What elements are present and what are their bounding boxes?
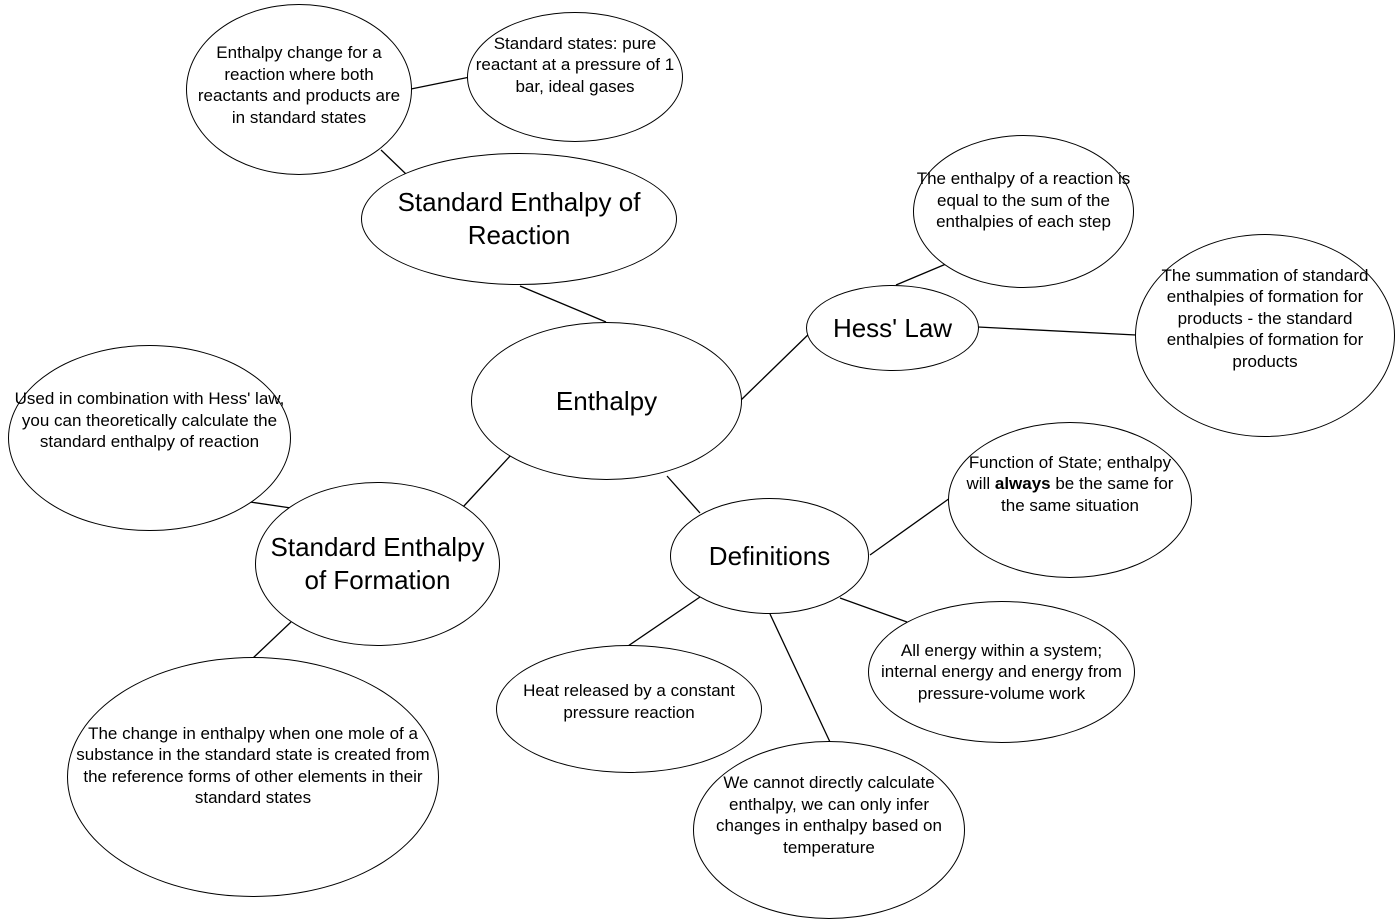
cannot-calculate-text: We cannot directly calculate enthalpy, w… (716, 773, 942, 857)
hess-sum-of-steps-text: The enthalpy of a reaction is equal to t… (916, 169, 1131, 232)
connector-definitions-cannot-calculate (769, 613, 831, 743)
all-energy-node: All energy within a system; internal ene… (868, 601, 1135, 743)
state-function-node: Function of State; enthalpy will always … (948, 422, 1192, 578)
standard-states-node: Standard states: pure reactant at a pres… (467, 12, 683, 142)
heat-released-text: Heat released by a constant pressure rea… (523, 681, 735, 722)
connector-reaction-definition (380, 149, 408, 176)
connector-formation-combination (249, 501, 292, 509)
hess-combination-text: Used in combination with Hess' law, you … (14, 389, 285, 452)
definitions-node: Definitions (670, 498, 869, 614)
connector-enthalpy-formation (462, 454, 512, 508)
standard-enthalpy-of-formation-node: Standard Enthalpy of Formation (255, 482, 500, 646)
cannot-calculate-node: We cannot directly calculate enthalpy, w… (693, 741, 965, 919)
connector-definitions-heat-released (627, 596, 701, 647)
connector-hess-sum-steps (895, 263, 947, 286)
all-energy-text: All energy within a system; internal ene… (881, 640, 1122, 703)
state-function-text-post: be the same for the same situation (1001, 474, 1174, 515)
connector-definitions-all-energy (839, 597, 908, 623)
formation-definition-text: The change in enthalpy when one mole of … (76, 723, 430, 808)
heat-released-node: Heat released by a constant pressure rea… (496, 645, 762, 773)
standard-enthalpy-of-reaction-label: Standard Enthalpy of Reaction (397, 187, 641, 250)
reaction-definition-text: Enthalpy change for a reaction where bot… (197, 43, 401, 127)
hess-combination-node: Used in combination with Hess' law, you … (8, 345, 291, 531)
connector-formation-definition (252, 621, 292, 659)
state-function-text-bold: always (994, 474, 1051, 494)
connector-hess-summation (977, 326, 1137, 336)
definitions-label: Definitions (708, 540, 831, 571)
enthalpy-label: Enthalpy (555, 385, 658, 416)
hess-sum-of-steps-node: The enthalpy of a reaction is equal to t… (913, 135, 1134, 288)
state-function-text: Function of State; enthalpy will always … (958, 452, 1182, 517)
state-function-text-pre: Function of State; enthalpy will (966, 452, 1172, 494)
hess-summation-node: The summation of standard enthalpies of … (1135, 234, 1395, 437)
reaction-definition-node: Enthalpy change for a reaction where bot… (186, 4, 412, 175)
connector-definitions-state-function (869, 497, 951, 556)
hess-law-label: Hess' Law (832, 312, 953, 343)
standard-states-text: Standard states: pure reactant at a pres… (475, 33, 675, 96)
connector-enthalpy-hess (740, 327, 816, 401)
standard-enthalpy-of-reaction-node: Standard Enthalpy of Reaction (361, 153, 677, 285)
formation-definition-node: The change in enthalpy when one mole of … (67, 657, 439, 897)
connector-enthalpy-reaction (519, 285, 607, 323)
enthalpy-node: Enthalpy (471, 322, 742, 480)
standard-enthalpy-of-formation-label: Standard Enthalpy of Formation (270, 532, 485, 595)
hess-summation-text: The summation of standard enthalpies of … (1161, 265, 1369, 371)
connector-enthalpy-definitions (666, 475, 701, 514)
hess-law-node: Hess' Law (806, 285, 979, 371)
connector-definition-standard-states (410, 76, 471, 90)
